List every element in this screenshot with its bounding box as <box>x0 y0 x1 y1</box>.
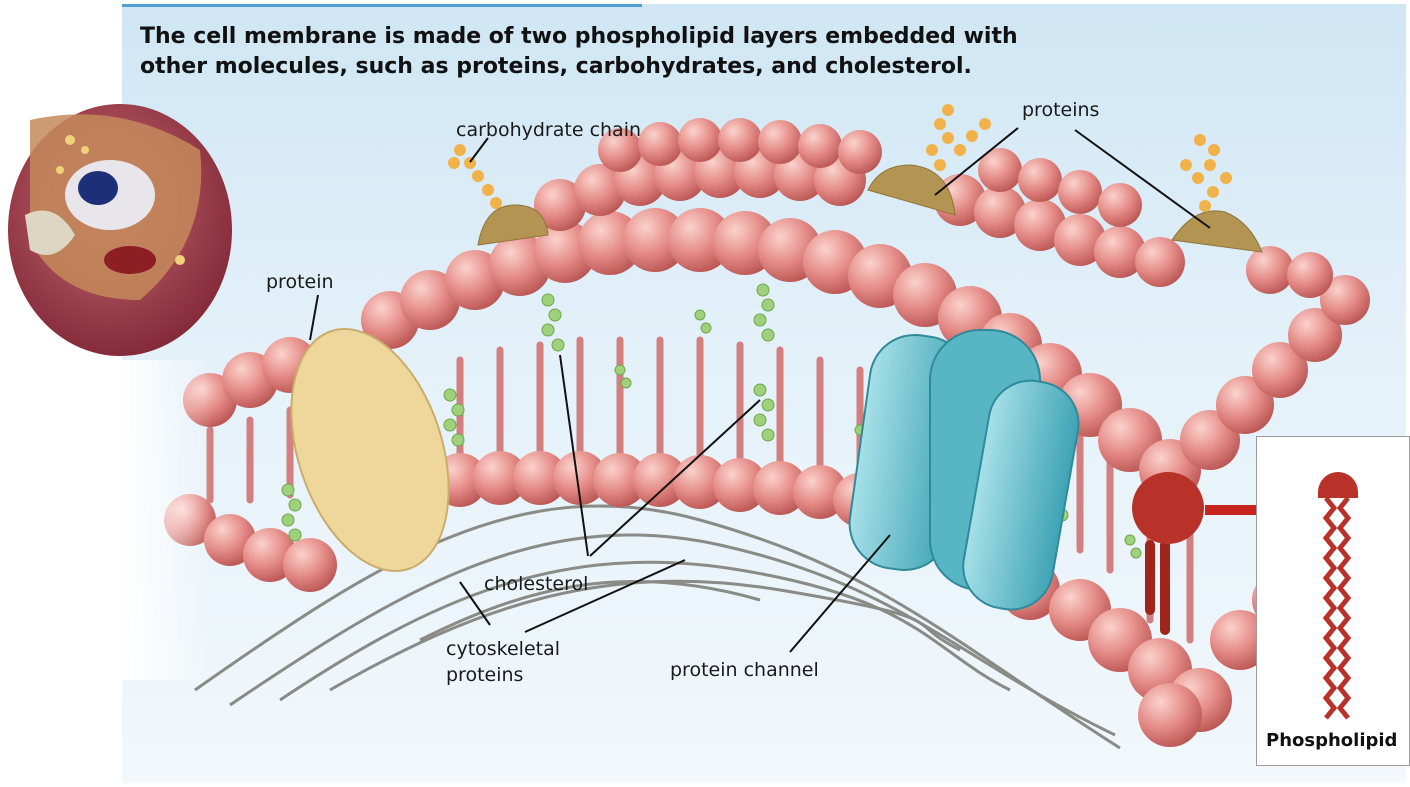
label-cytoskeletal-line1: cytoskeletal <box>446 637 560 661</box>
label-cholesterol: cholesterol <box>484 572 588 596</box>
label-phospholipid: Phospholipid <box>1266 730 1397 751</box>
label-carbohydrate-chain: carbohydrate chain <box>456 118 641 142</box>
phospholipid-structure <box>1256 436 1410 766</box>
label-cytoskeletal-line2: proteins <box>446 663 523 687</box>
cell-cutaway-inset <box>8 104 232 356</box>
label-proteins: proteins <box>1022 98 1099 122</box>
diagram-title: The cell membrane is made of two phospho… <box>140 22 1080 82</box>
label-protein: protein <box>266 270 334 294</box>
label-protein-channel: protein channel <box>670 658 819 682</box>
